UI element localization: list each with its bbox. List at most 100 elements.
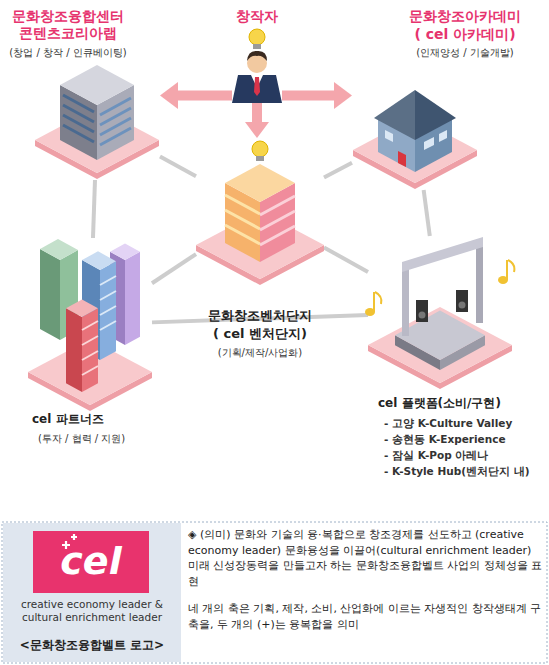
tower-illustration bbox=[260, 196, 295, 245]
city-illustration bbox=[125, 252, 140, 345]
link-line bbox=[424, 190, 430, 236]
link-line bbox=[93, 180, 95, 238]
node-subtitle: (창업 / 창작 / 인큐베이팅) bbox=[6, 46, 130, 59]
arrow-head bbox=[334, 82, 352, 109]
meaning-note: 네 개의 축은 기획, 제작, 소비, 산업화에 이르는 자생적인 창작생태계 … bbox=[188, 601, 543, 632]
arrow-head bbox=[245, 122, 269, 138]
music-note bbox=[375, 292, 381, 304]
link-line bbox=[324, 247, 368, 272]
stage-illustration bbox=[456, 290, 468, 312]
tower-illustration bbox=[225, 164, 295, 262]
node-heading: ( cel 아카데미) bbox=[390, 26, 540, 43]
node-heading: ( cel 벤처단지) bbox=[170, 326, 350, 342]
node-heading: 문화창조벤처단지 bbox=[170, 308, 350, 324]
platform bbox=[368, 307, 512, 383]
node-subtitle: (인재양성 / 기술개발) bbox=[390, 46, 540, 59]
info-panel bbox=[2, 522, 547, 663]
creator-figure bbox=[232, 75, 282, 103]
list-item: - 송현동 K-Experience bbox=[384, 432, 548, 446]
building-node: 문화창조융합센터 콘텐츠코리아랩(창업 / 창작 / 인큐베이팅) bbox=[34, 64, 160, 180]
lightbulb bbox=[252, 141, 268, 157]
logo-text: cel bbox=[33, 539, 149, 583]
tower-illustration bbox=[225, 195, 260, 244]
node-heading: cel 파트너즈 bbox=[32, 412, 182, 427]
node-subtitle: (기획/제작/사업화) bbox=[170, 346, 350, 359]
meaning-note: ◈ (의미) 문화와 기술의 융·복합으로 창조경제를 선도하고 (creati… bbox=[188, 527, 543, 589]
connector-line bbox=[324, 247, 368, 272]
connector-line bbox=[177, 91, 232, 101]
node-heading: 창작자 bbox=[217, 8, 297, 25]
lightbulb bbox=[253, 44, 261, 49]
platform bbox=[368, 307, 512, 389]
city-illustration bbox=[100, 261, 116, 360]
lightbulb bbox=[249, 29, 265, 45]
node-heading: 문화창조융합센터 콘텐츠코리아랩 bbox=[6, 8, 130, 42]
building-illustration bbox=[63, 95, 94, 142]
flow-arrow bbox=[245, 103, 269, 138]
list-item: - 잠실 K-Pop 아레나 bbox=[384, 448, 548, 462]
logo-square bbox=[33, 531, 149, 593]
platform-node: cel 플랫폼(소비/구현)- 고양 K-Culture Valley- 송현동… bbox=[368, 236, 512, 389]
arrow-head bbox=[160, 82, 178, 109]
stage-illustration bbox=[459, 302, 466, 309]
stage-illustration bbox=[419, 312, 426, 319]
city-illustration bbox=[110, 244, 140, 261]
music-note bbox=[506, 260, 508, 280]
lightbulb bbox=[256, 156, 264, 161]
stage-illustration bbox=[476, 243, 483, 323]
flow-arrow bbox=[160, 82, 232, 109]
creator-figure bbox=[232, 51, 282, 103]
city-illustration bbox=[100, 276, 116, 330]
house-illustration bbox=[439, 130, 447, 142]
city-illustration bbox=[82, 321, 98, 375]
connector-line bbox=[93, 180, 95, 238]
lightbulb bbox=[249, 29, 265, 49]
academy-node: 문화창조아카데미( cel 아카데미)(인재양성 / 기술개발) bbox=[352, 68, 479, 190]
connector-line bbox=[424, 190, 430, 236]
city-illustration bbox=[82, 251, 116, 270]
creator-figure bbox=[247, 51, 267, 61]
link-line bbox=[152, 254, 196, 283]
city-illustration bbox=[66, 308, 82, 392]
city-illustration bbox=[40, 239, 140, 392]
connector-line bbox=[152, 254, 196, 283]
info-panel bbox=[3, 523, 181, 662]
house-illustration bbox=[385, 130, 393, 142]
creator-figure bbox=[254, 77, 260, 96]
city-illustration bbox=[40, 249, 60, 340]
house-illustration bbox=[415, 90, 456, 140]
flow-arrow bbox=[282, 82, 352, 109]
lightbulb bbox=[252, 141, 268, 161]
list-item: - K-Style Hub(벤처단지 내) bbox=[384, 464, 548, 478]
building-illustration bbox=[60, 65, 134, 160]
building-illustration bbox=[100, 98, 131, 145]
info-panel bbox=[2, 522, 547, 663]
link-line bbox=[324, 163, 352, 178]
music-note bbox=[508, 260, 514, 272]
logo-node: cel bbox=[33, 531, 149, 593]
connector-line bbox=[160, 157, 196, 177]
node-subtitle: (투자 / 협력 / 지원) bbox=[38, 432, 188, 445]
stage-illustration bbox=[402, 268, 409, 336]
tower-illustration bbox=[225, 164, 295, 202]
house-illustration bbox=[424, 137, 434, 150]
node-heading: 문화창조아카데미 bbox=[390, 8, 540, 25]
connector-line bbox=[282, 91, 335, 101]
city-illustration bbox=[66, 299, 98, 317]
partners-node: cel 파트너즈(투자 / 협력 / 지원) bbox=[28, 238, 152, 411]
logo-caption: creative economy leader & cultural enric… bbox=[4, 598, 180, 624]
city-illustration bbox=[40, 239, 78, 260]
creator-node: 창작자 bbox=[232, 28, 282, 103]
venture-node: 문화창조벤처단지( cel 벤처단지)(기획/제작/사업화) bbox=[196, 138, 324, 285]
house-illustration bbox=[398, 151, 406, 167]
stage-illustration bbox=[402, 237, 483, 272]
node-heading: cel 플랫폼(소비/구현) bbox=[378, 396, 548, 411]
list-item: - 고양 K-Culture Valley bbox=[384, 416, 548, 430]
city-illustration bbox=[82, 308, 98, 392]
link-line bbox=[160, 157, 196, 177]
music-note bbox=[365, 260, 514, 316]
logo-square bbox=[33, 531, 149, 593]
house-illustration bbox=[374, 90, 415, 140]
